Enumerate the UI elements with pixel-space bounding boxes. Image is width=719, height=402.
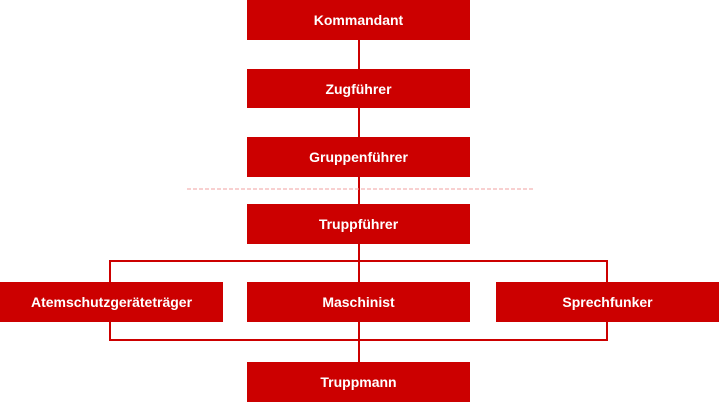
- connector-branch-bottom: [109, 322, 608, 341]
- node-gruppenfuehrer: Gruppenführer: [247, 137, 470, 177]
- node-zugfuehrer: Zugführer: [247, 69, 470, 108]
- node-maschinist: Maschinist: [247, 282, 470, 322]
- node-sprechfunker: Sprechfunker: [496, 282, 719, 322]
- node-label: Sprechfunker: [562, 294, 653, 310]
- node-label: Atemschutzgeräteträger: [30, 294, 193, 310]
- node-label: Truppführer: [318, 216, 399, 232]
- node-label: Truppmann: [320, 374, 397, 390]
- node-label: Gruppenführer: [309, 149, 408, 165]
- node-label: Kommandant: [313, 12, 404, 28]
- node-truppfuehrer: Truppführer: [247, 204, 470, 244]
- connector-branch-top: [109, 260, 608, 282]
- node-label: Zugführer: [325, 80, 392, 97]
- node-kommandant: Kommandant: [247, 0, 470, 40]
- node-label: Maschinist: [322, 294, 395, 310]
- node-truppmann: Truppmann: [247, 362, 470, 402]
- node-atemschutzgeraetetraeger: Atemschutzgeräteträger: [0, 282, 223, 322]
